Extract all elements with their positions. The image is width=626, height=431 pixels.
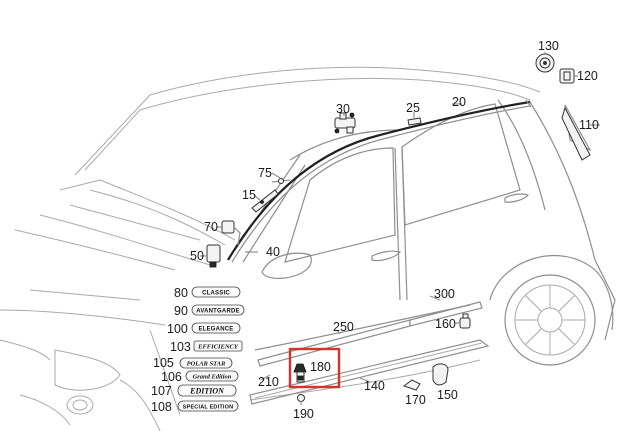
part-25-icon	[407, 117, 422, 126]
badge-special-edition: SPECIAL EDITION	[177, 400, 239, 412]
badge-grand-edition-text: Grand Edition	[193, 374, 232, 381]
label-160: 160	[435, 317, 456, 331]
label-70: 70	[204, 220, 218, 234]
label-30: 30	[336, 102, 350, 116]
badge-edition-text: EDITION	[189, 387, 225, 396]
part-190-icon	[297, 394, 305, 405]
label-15: 15	[242, 188, 256, 202]
label-250: 250	[333, 320, 354, 334]
badge-classic-text: CLASSIC	[202, 291, 230, 297]
label-106: 106	[161, 370, 182, 384]
badge-elegance-text: ELEGANCE	[199, 327, 234, 333]
badge-polar-star-text: POLAR STAR	[187, 361, 226, 368]
label-103: 103	[170, 340, 191, 354]
badge-grand-edition: Grand Edition	[185, 370, 239, 382]
part-120-icon	[559, 68, 575, 84]
label-50: 50	[190, 249, 204, 263]
leader-lines	[200, 52, 600, 383]
label-100: 100	[167, 322, 188, 336]
badge-avantgarde-text: AVANTGARDE	[196, 309, 239, 315]
label-107: 107	[151, 384, 172, 398]
label-80: 80	[174, 286, 188, 300]
label-180: 180	[310, 360, 331, 374]
part-50-icon	[206, 244, 221, 268]
part-70-icon	[221, 220, 241, 246]
part-130-icon	[535, 53, 555, 73]
car-body-outline	[0, 66, 616, 431]
label-150: 150	[437, 388, 458, 402]
badge-classic: CLASSIC	[191, 286, 241, 298]
badge-elegance: ELEGANCE	[191, 322, 241, 334]
label-140: 140	[364, 379, 385, 393]
label-190: 190	[293, 407, 314, 421]
highlight-box-180	[288, 347, 341, 389]
part-170-icon	[402, 379, 421, 391]
label-105: 105	[153, 356, 174, 370]
part-30-icon	[334, 112, 356, 134]
part-75-icon	[271, 178, 291, 184]
part-110-icon	[561, 106, 591, 161]
part-150-icon	[432, 363, 449, 386]
label-120: 120	[577, 69, 598, 83]
badge-special-edition-text: SPECIAL EDITION	[183, 405, 234, 411]
label-110: 110	[579, 118, 599, 132]
label-90: 90	[174, 304, 188, 318]
label-75: 75	[258, 166, 272, 180]
part-labels: 130 120 110 30 25 20 75 15 70 50 40 80 9…	[151, 39, 599, 421]
label-300: 300	[434, 287, 455, 301]
label-170: 170	[405, 393, 426, 407]
label-108: 108	[151, 400, 172, 414]
roof-trim-strip	[227, 99, 532, 263]
badge-efficiency: EFFICIENCY	[193, 340, 243, 352]
badge-avantgarde: AVANTGARDE	[191, 304, 245, 316]
label-20: 20	[452, 95, 466, 109]
part-15-icon	[251, 189, 279, 213]
side-trim-strips	[249, 301, 490, 405]
part-160-icon	[459, 313, 471, 329]
badge-efficiency-text: EFFICIENCY	[197, 344, 239, 351]
label-210: 210	[258, 375, 279, 389]
label-40: 40	[266, 245, 280, 259]
label-25: 25	[406, 101, 420, 115]
badge-polar-star: POLAR STAR	[179, 357, 233, 369]
part-180-icon	[293, 363, 307, 383]
badge-edition: EDITION	[177, 384, 237, 397]
label-130: 130	[538, 39, 559, 53]
